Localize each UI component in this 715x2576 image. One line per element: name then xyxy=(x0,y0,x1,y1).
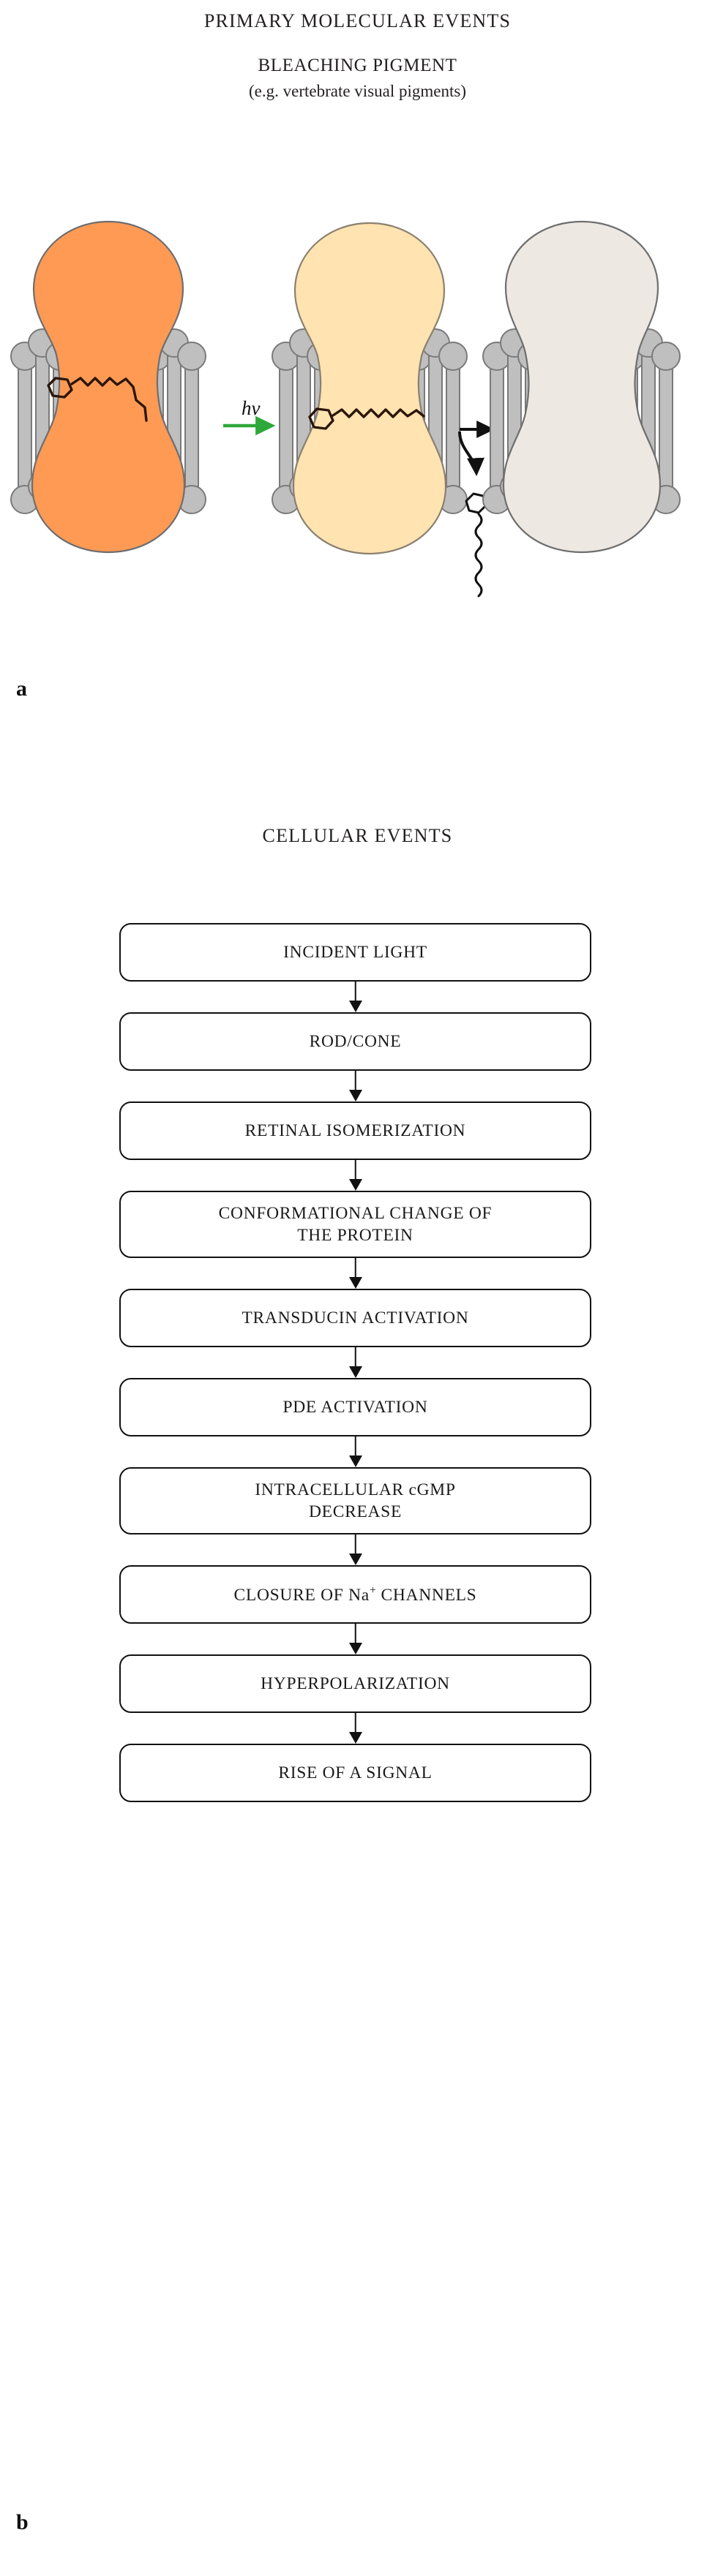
arrow-head-icon xyxy=(348,1001,362,1012)
flow-arrow-hyperpolarization-to-rise-of-signal xyxy=(119,1713,591,1744)
flow-step-retinal-isomerization[interactable]: RETINAL ISOMERIZATION xyxy=(119,1101,591,1160)
flow-arrow-pde-activation-to-cgmp-decrease xyxy=(119,1436,591,1467)
chromophore-all-trans-retinal xyxy=(308,407,425,430)
flow-step-label: ROD/CONE xyxy=(309,1031,402,1051)
panel-a-subtitle-line-2: (e.g. vertebrate visual pigments) xyxy=(249,82,466,100)
arrow-shaft xyxy=(354,1624,356,1646)
protein-body-2 xyxy=(292,222,447,555)
flow-step-label: HYPERPOLARIZATION xyxy=(261,1673,450,1693)
flow-arrow-incident-light-to-rod-cone xyxy=(119,982,591,1012)
arrow-head-icon xyxy=(348,1277,362,1289)
arrow-head-icon xyxy=(348,1643,362,1654)
photon-absorption-label-group: hv xyxy=(223,397,276,436)
flow-step-rise-of-signal[interactable]: RISE OF A SIGNAL xyxy=(119,1744,591,1802)
flow-step-label: TRANSDUCIN ACTIVATION xyxy=(242,1308,469,1327)
flow-step-transducin-activation[interactable]: TRANSDUCIN ACTIVATION xyxy=(119,1289,591,1347)
flow-arrow-cgmp-decrease-to-sodium-channel-closure xyxy=(119,1534,591,1565)
cellular-events-flowchart: INCIDENT LIGHT ROD/CONE RETINAL ISOMERIZAT… xyxy=(119,923,591,1802)
flow-step-incident-light[interactable]: INCIDENT LIGHT xyxy=(119,923,591,982)
arrow-shaft xyxy=(354,1534,356,1556)
flow-step-label: INCIDENT LIGHT xyxy=(283,942,427,962)
flow-step-label: PDE ACTIVATION xyxy=(282,1397,428,1417)
arrow-head-icon xyxy=(348,1179,362,1191)
flow-step-hyperpolarization[interactable]: HYPERPOLARIZATION xyxy=(119,1654,591,1713)
release-arrow-curved-down xyxy=(458,431,485,476)
panel-label-a: a xyxy=(16,677,27,701)
arrow-shaft xyxy=(354,1071,356,1093)
arrow-shaft xyxy=(354,1713,356,1735)
pigment-state-2-activated xyxy=(272,222,468,555)
protein-body-1 xyxy=(31,220,186,554)
arrow-head-icon xyxy=(348,1553,362,1565)
arrow-head-icon xyxy=(348,1455,362,1467)
flow-step-label: RISE OF A SIGNAL xyxy=(278,1763,433,1782)
flow-step-sodium-channel-closure[interactable]: CLOSURE OF Na+ CHANNELS xyxy=(119,1565,591,1624)
flow-step-label: CLOSURE OF Na+ CHANNELS xyxy=(233,1583,477,1605)
arrow-shaft xyxy=(354,1160,356,1182)
arrow-shaft xyxy=(354,1436,356,1458)
flow-arrow-transducin-activation-to-pde-activation xyxy=(119,1347,591,1378)
arrow-head-icon xyxy=(348,1366,362,1378)
page-title-cellular-events: CELLULAR EVENTS xyxy=(262,825,453,846)
flow-arrow-retinal-isomerization-to-conformational-change xyxy=(119,1160,591,1191)
flow-arrow-sodium-channel-closure-to-hyperpolarization xyxy=(119,1624,591,1654)
panel-a-subtitle-line-1: BLEACHING PIGMENT xyxy=(258,56,457,75)
arrow-shaft xyxy=(354,1258,356,1280)
molecular-events-illustration: hv xyxy=(0,208,715,647)
arrow-head-icon xyxy=(348,1732,362,1744)
arrow-shaft xyxy=(354,982,356,1003)
panel-label-b: b xyxy=(16,2510,29,2534)
flow-step-pde-activation[interactable]: PDE ACTIVATION xyxy=(119,1378,591,1436)
released-retinal-molecule xyxy=(465,492,487,598)
photon-label-hv: hv xyxy=(242,397,261,419)
retinal-release-group xyxy=(458,421,495,598)
flow-arrow-rod-cone-to-retinal-isomerization xyxy=(119,1071,591,1101)
arrow-head-icon xyxy=(348,1090,362,1101)
protein-body-3 xyxy=(502,220,662,554)
arrow-shaft xyxy=(354,1347,356,1369)
flow-step-rod-cone[interactable]: ROD/CONE xyxy=(119,1012,591,1071)
pigment-state-1-dark xyxy=(10,220,206,554)
flow-step-label: RETINAL ISOMERIZATION xyxy=(244,1121,466,1140)
pigment-state-3-bleached xyxy=(482,220,681,554)
flow-arrow-conformational-change-to-transducin-activation xyxy=(119,1258,591,1289)
page-title-primary-molecular-events: PRIMARY MOLECULAR EVENTS xyxy=(203,10,512,31)
chromophore-11-cis-retinal xyxy=(47,377,148,422)
